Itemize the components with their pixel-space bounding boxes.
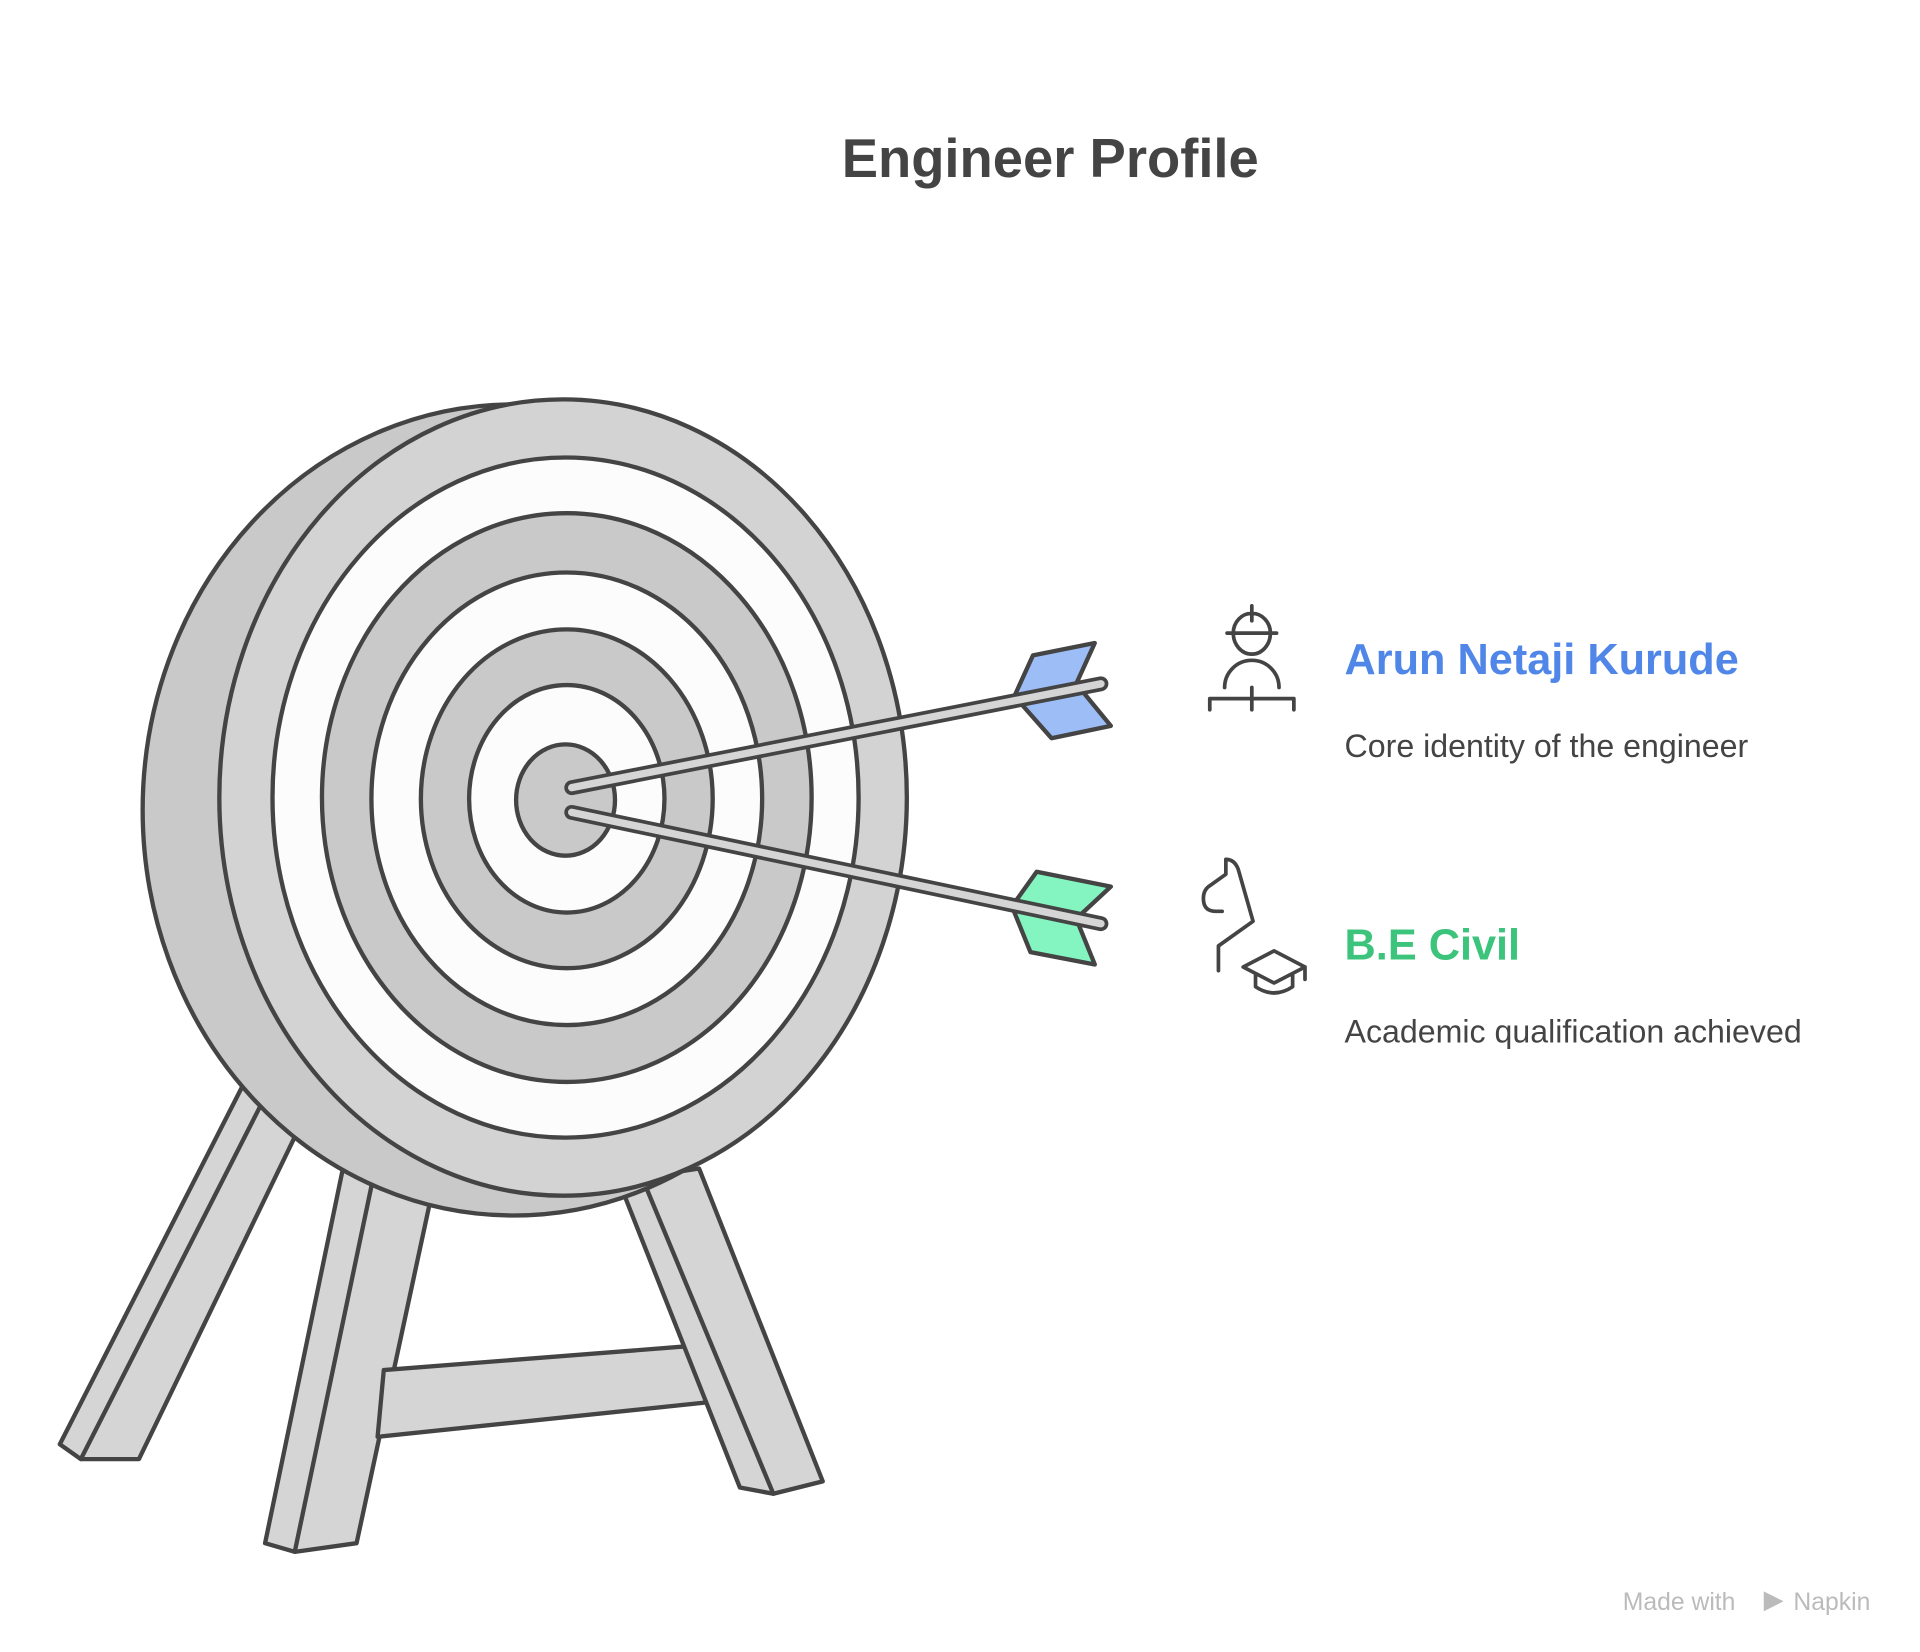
page-title: Engineer Profile [842,128,1259,189]
engineer-icon [1207,604,1296,712]
graduate-icon [1201,857,1307,995]
item-title-name: Arun Netaji Kurude [1345,636,1739,684]
target-board [140,397,909,1218]
arrow-1 [564,640,1114,796]
item-description-name: Core identity of the engineer [1345,728,1749,764]
item-title-degree: B.E Civil [1345,922,1521,970]
made-with-text: Made with [1623,1589,1736,1616]
target-stand [57,1073,825,1555]
item-description-degree: Academic qualification achieved [1345,1013,1802,1049]
napkin-brand-text: Napkin [1793,1589,1870,1616]
arrow-2 [564,804,1114,967]
napkin-logo-icon [1763,1591,1784,1612]
napkin-watermark: Made with Napkin [1623,1589,1871,1616]
